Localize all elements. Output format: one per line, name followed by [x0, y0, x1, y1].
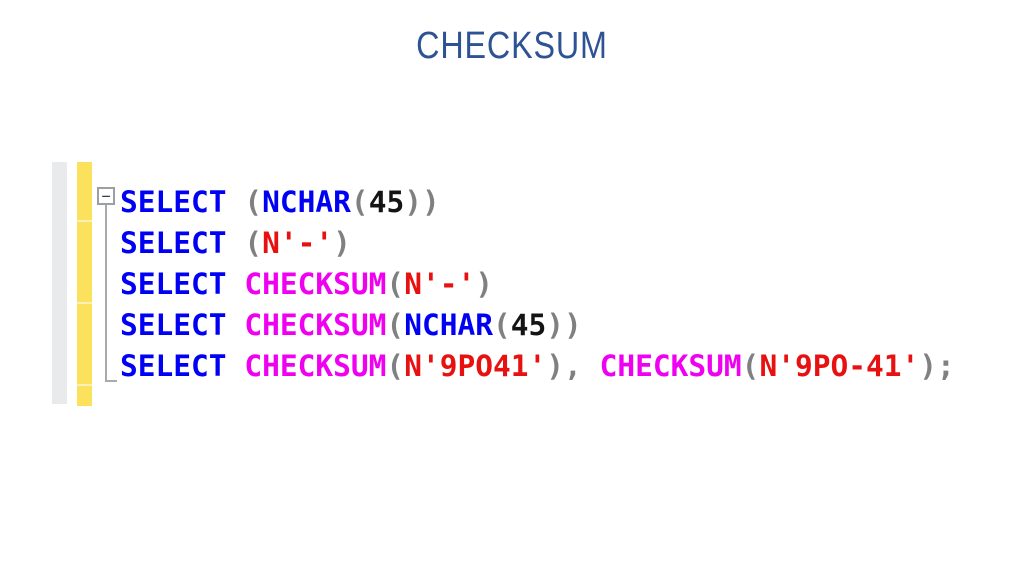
code-line: SELECT CHECKSUM(NCHAR(45)): [120, 305, 955, 346]
outline-guide-line: [105, 205, 107, 382]
code-token-function: CHECKSUM: [599, 349, 742, 383]
code-line: SELECT (N'-'): [120, 223, 955, 264]
code-token-punct: (: [741, 349, 760, 383]
code-token-keyword: SELECT: [120, 185, 227, 219]
code-token-punct: (: [226, 185, 263, 219]
code-token-keyword: NCHAR: [262, 185, 351, 219]
code-token-keyword: NCHAR: [404, 308, 493, 342]
code-token-function: CHECKSUM: [244, 349, 387, 383]
code-token-punct: );: [919, 349, 955, 383]
editor-selection-margin[interactable]: [52, 162, 67, 404]
code-token-string: N'9PO41': [404, 349, 547, 383]
code-token-keyword: SELECT: [120, 226, 227, 260]
code-token-punct: (: [350, 185, 369, 219]
collapse-minus-icon: −: [101, 187, 111, 205]
code-token-punct: ): [333, 226, 351, 260]
track-changes-segment-break: [77, 302, 92, 304]
code-token-punct: (: [226, 226, 263, 260]
code-token-number: 45: [510, 308, 547, 342]
code-token-number: 45: [368, 185, 405, 219]
code-token-punct: )): [546, 308, 582, 342]
track-changes-segment-break: [77, 384, 92, 386]
track-changes-bar: [77, 162, 92, 406]
code-token-punct: )): [404, 185, 440, 219]
collapse-region-toggle[interactable]: −: [97, 187, 115, 205]
code-token-punct: ),: [546, 349, 600, 383]
page-title: CHECKSUM: [416, 25, 608, 67]
code-token-keyword: SELECT: [120, 349, 245, 383]
code-token-function: CHECKSUM: [244, 267, 387, 301]
code-token-string: N'9PO-41': [759, 349, 920, 383]
code-line: SELECT CHECKSUM(N'9PO41'), CHECKSUM(N'9P…: [120, 346, 955, 387]
code-token-keyword: SELECT: [120, 267, 245, 301]
code-token-keyword: SELECT: [120, 308, 245, 342]
code-line: SELECT (NCHAR(45)): [120, 182, 955, 223]
code-token-function: CHECKSUM: [244, 308, 387, 342]
code-token-string: N'-': [262, 226, 334, 260]
code-area[interactable]: SELECT (NCHAR(45))SELECT (N'-')SELECT CH…: [120, 182, 955, 387]
code-token-punct: (: [386, 308, 405, 342]
code-token-punct: (: [493, 308, 511, 342]
code-token-punct: (: [386, 349, 405, 383]
track-changes-segment-break: [77, 220, 92, 222]
outline-guide-end: [105, 380, 117, 382]
code-token-punct: ): [475, 267, 493, 301]
code-token-punct: (: [386, 267, 405, 301]
code-line: SELECT CHECKSUM(N'-'): [120, 264, 955, 305]
code-token-string: N'-': [404, 267, 476, 301]
